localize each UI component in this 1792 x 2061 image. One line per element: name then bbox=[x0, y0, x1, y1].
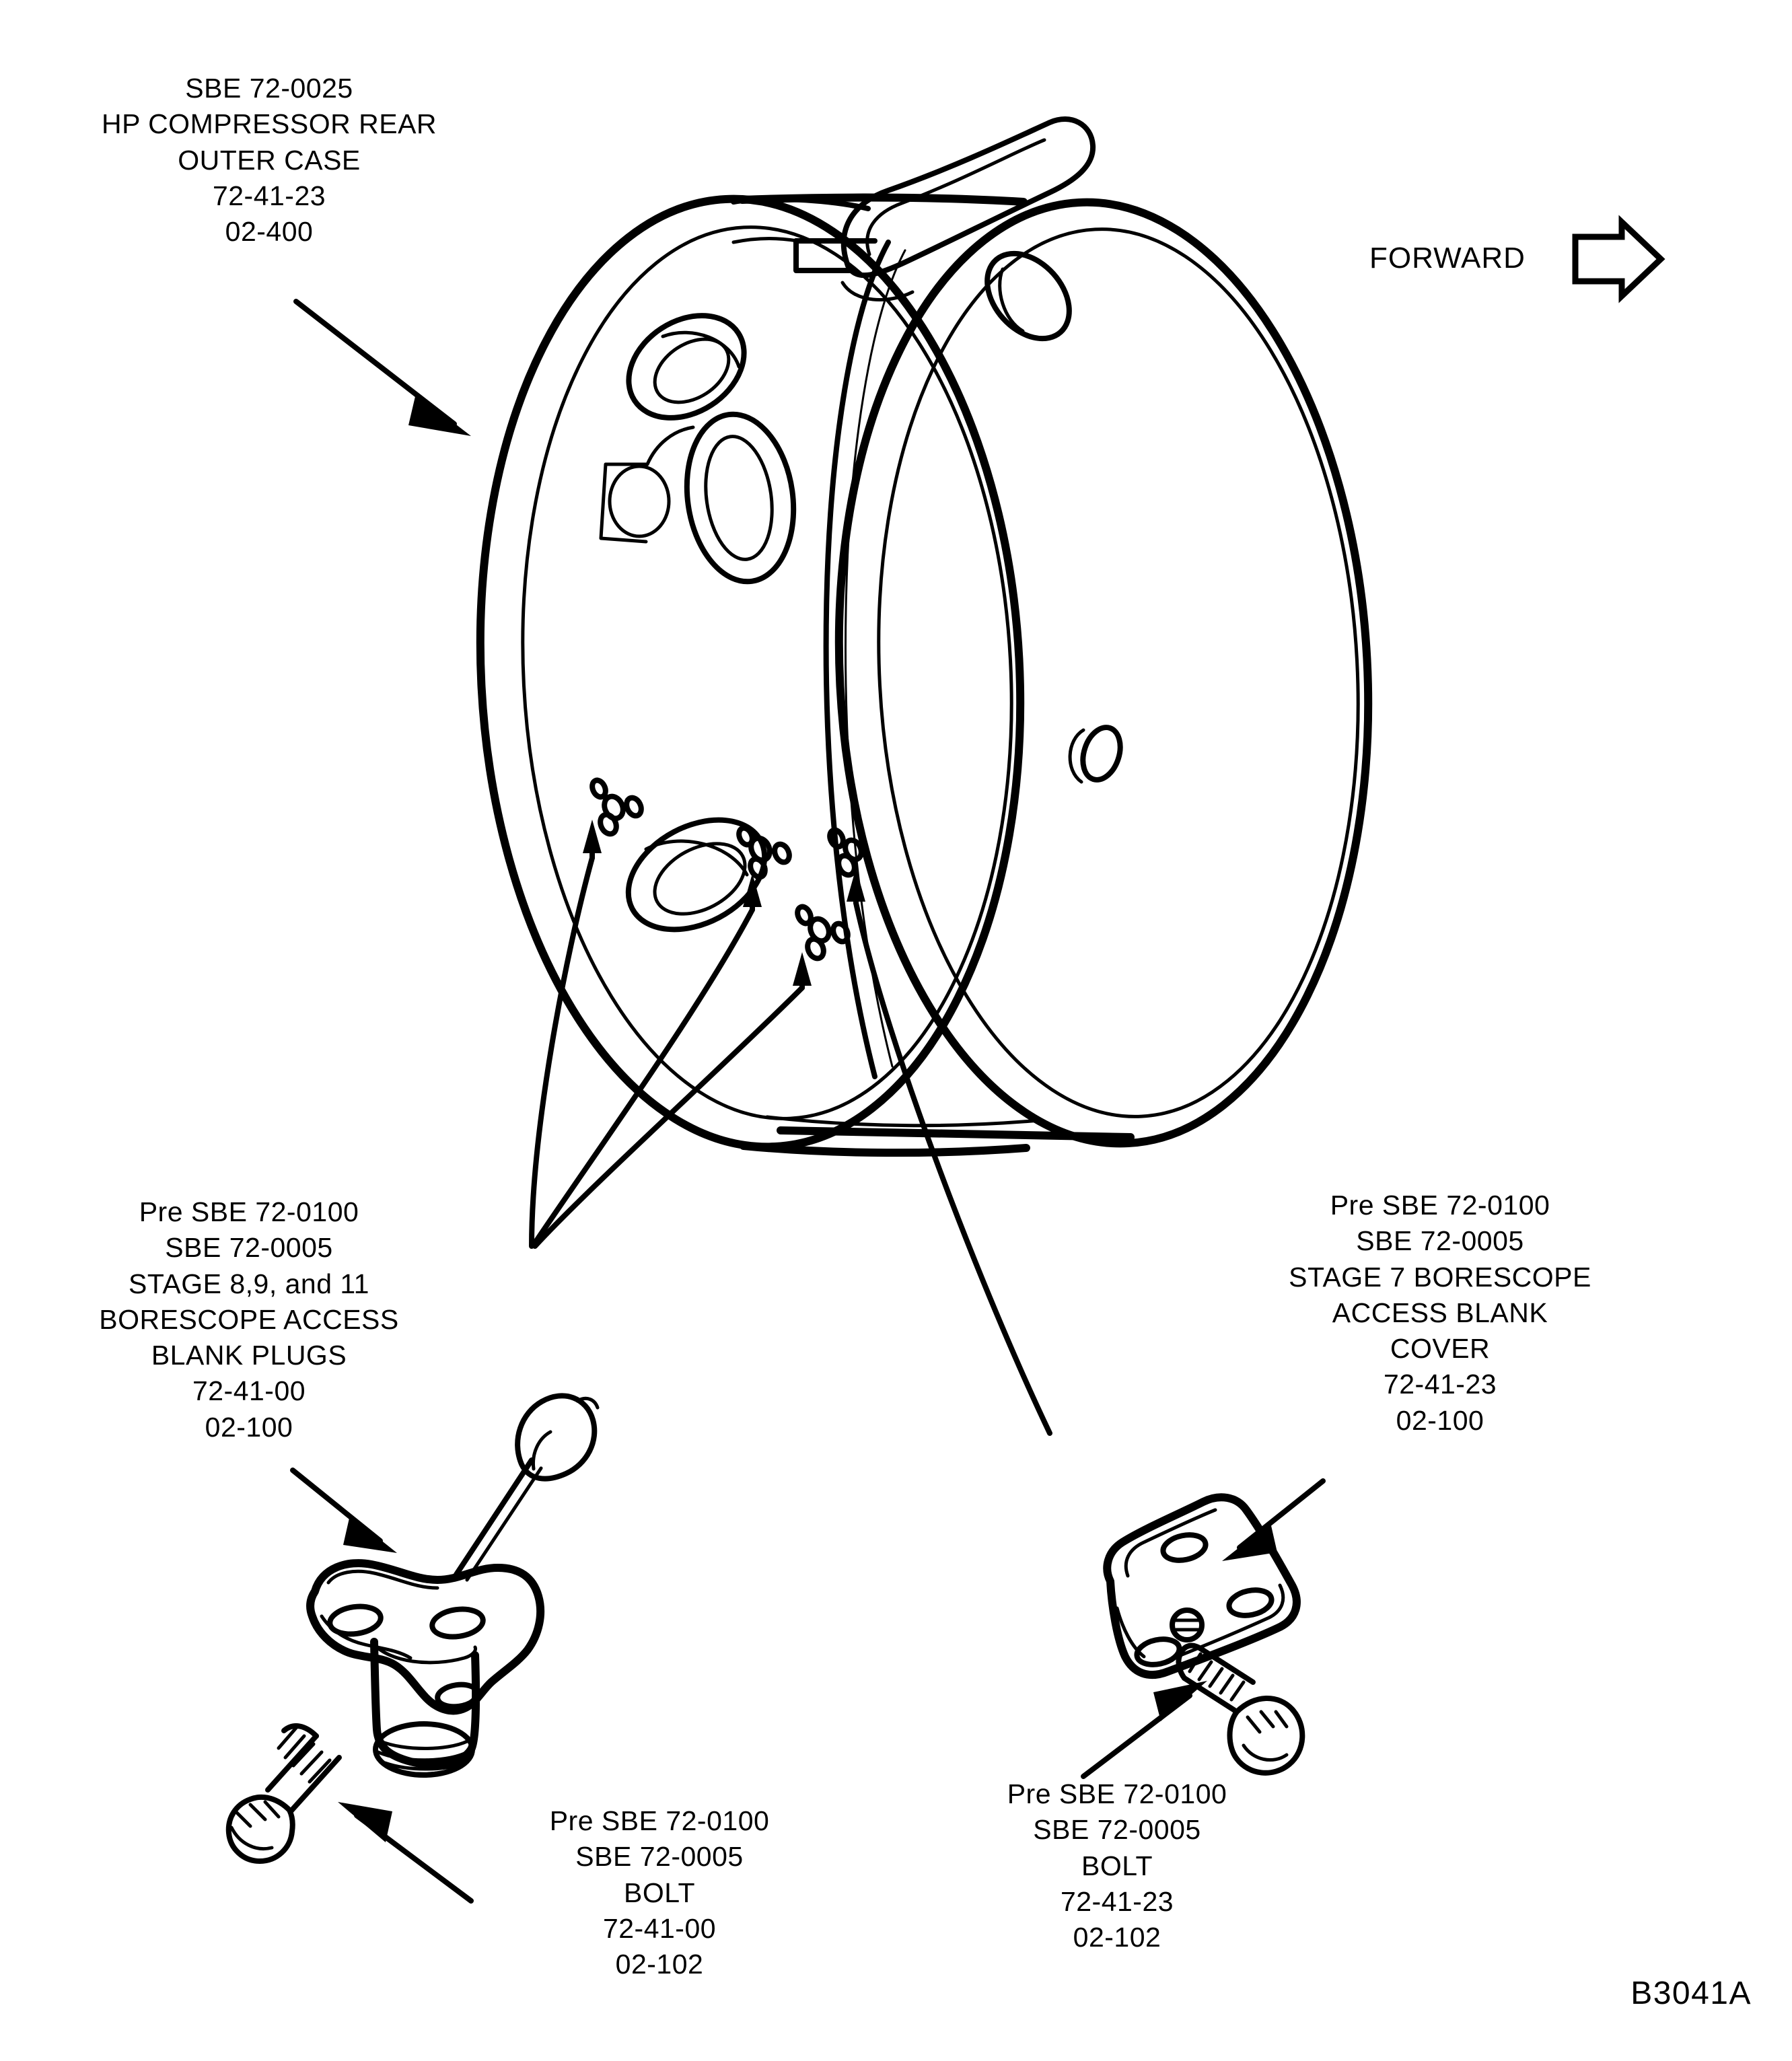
callout-stage-8-9-11-borescope-access-blank-plugs: Pre SBE 72-0100 SBE 72-0005 STAGE 8,9, a… bbox=[99, 1196, 399, 1443]
boss-top-oblong bbox=[840, 116, 1096, 302]
borescope-access-blank-cover bbox=[1103, 1493, 1305, 1776]
borescope-hole-cluster-d bbox=[795, 904, 851, 962]
borescope-blank-plug-assembly bbox=[225, 1393, 600, 1864]
callout-bolt-72-41-23: Pre SBE 72-0100 SBE 72-0005 BOLT 72-41-2… bbox=[1007, 1778, 1227, 1953]
plug-body bbox=[370, 1638, 480, 1778]
hp-compressor-rear-outer-case-drawing bbox=[476, 193, 1373, 1157]
case-label-leader bbox=[293, 299, 471, 436]
plug-lanyard-ferrule bbox=[515, 1393, 600, 1482]
plugs-label-leader bbox=[290, 1468, 397, 1553]
case-barrel-bottom-edge bbox=[740, 1142, 1030, 1157]
boss-upper-left bbox=[626, 313, 747, 421]
case-interior-small-hole bbox=[1068, 725, 1123, 784]
cover-bolt bbox=[1176, 1642, 1305, 1776]
right-bolt-label-leader bbox=[1081, 1681, 1207, 1779]
borescope-hole-cluster-c bbox=[827, 827, 864, 878]
case-front-flange-inner bbox=[877, 227, 1360, 1118]
case-bottom-chord bbox=[777, 1126, 1135, 1141]
callout-bolt-72-41-00: Pre SBE 72-0100 SBE 72-0005 BOLT 72-41-0… bbox=[549, 1805, 770, 1980]
borescope-hole-leader-arrows bbox=[583, 820, 865, 990]
case-barrel-bottom-inner-edge bbox=[765, 1115, 1042, 1128]
plug-leader-lines bbox=[529, 855, 1052, 1436]
callout-hp-compressor-rear-outer-case: SBE 72-0025 HP COMPRESSOR REAR OUTER CAS… bbox=[101, 73, 437, 248]
case-front-flange-outer bbox=[834, 198, 1373, 1148]
left-bolt-label-leader bbox=[338, 1802, 474, 1904]
forward-arrow-icon bbox=[1572, 215, 1665, 303]
plug-bolt bbox=[225, 1723, 342, 1864]
case-rear-flange-inner bbox=[521, 225, 1013, 1120]
cover-center-dimple bbox=[1170, 1607, 1205, 1642]
borescope-hole-cluster-a bbox=[589, 777, 644, 837]
callout-stage-7-borescope-access-blank-cover: Pre SBE 72-0100 SBE 72-0005 STAGE 7 BORE… bbox=[1289, 1190, 1591, 1436]
case-interior-far-wall bbox=[823, 240, 891, 1079]
boss-middle-with-tab bbox=[599, 411, 797, 585]
borescope-hole-clusters bbox=[589, 777, 864, 962]
forward-orientation-label: FORWARD bbox=[1369, 242, 1526, 275]
figure-identifier: B3041A bbox=[1630, 1976, 1752, 2011]
case-rim-notch bbox=[731, 196, 877, 273]
case-rear-flange-outer bbox=[476, 194, 1025, 1151]
boss-top-right-small bbox=[984, 250, 1072, 342]
plug-flange bbox=[306, 1559, 545, 1715]
borescope-hole-cluster-b bbox=[736, 825, 792, 880]
case-port-bosses bbox=[599, 116, 1096, 933]
